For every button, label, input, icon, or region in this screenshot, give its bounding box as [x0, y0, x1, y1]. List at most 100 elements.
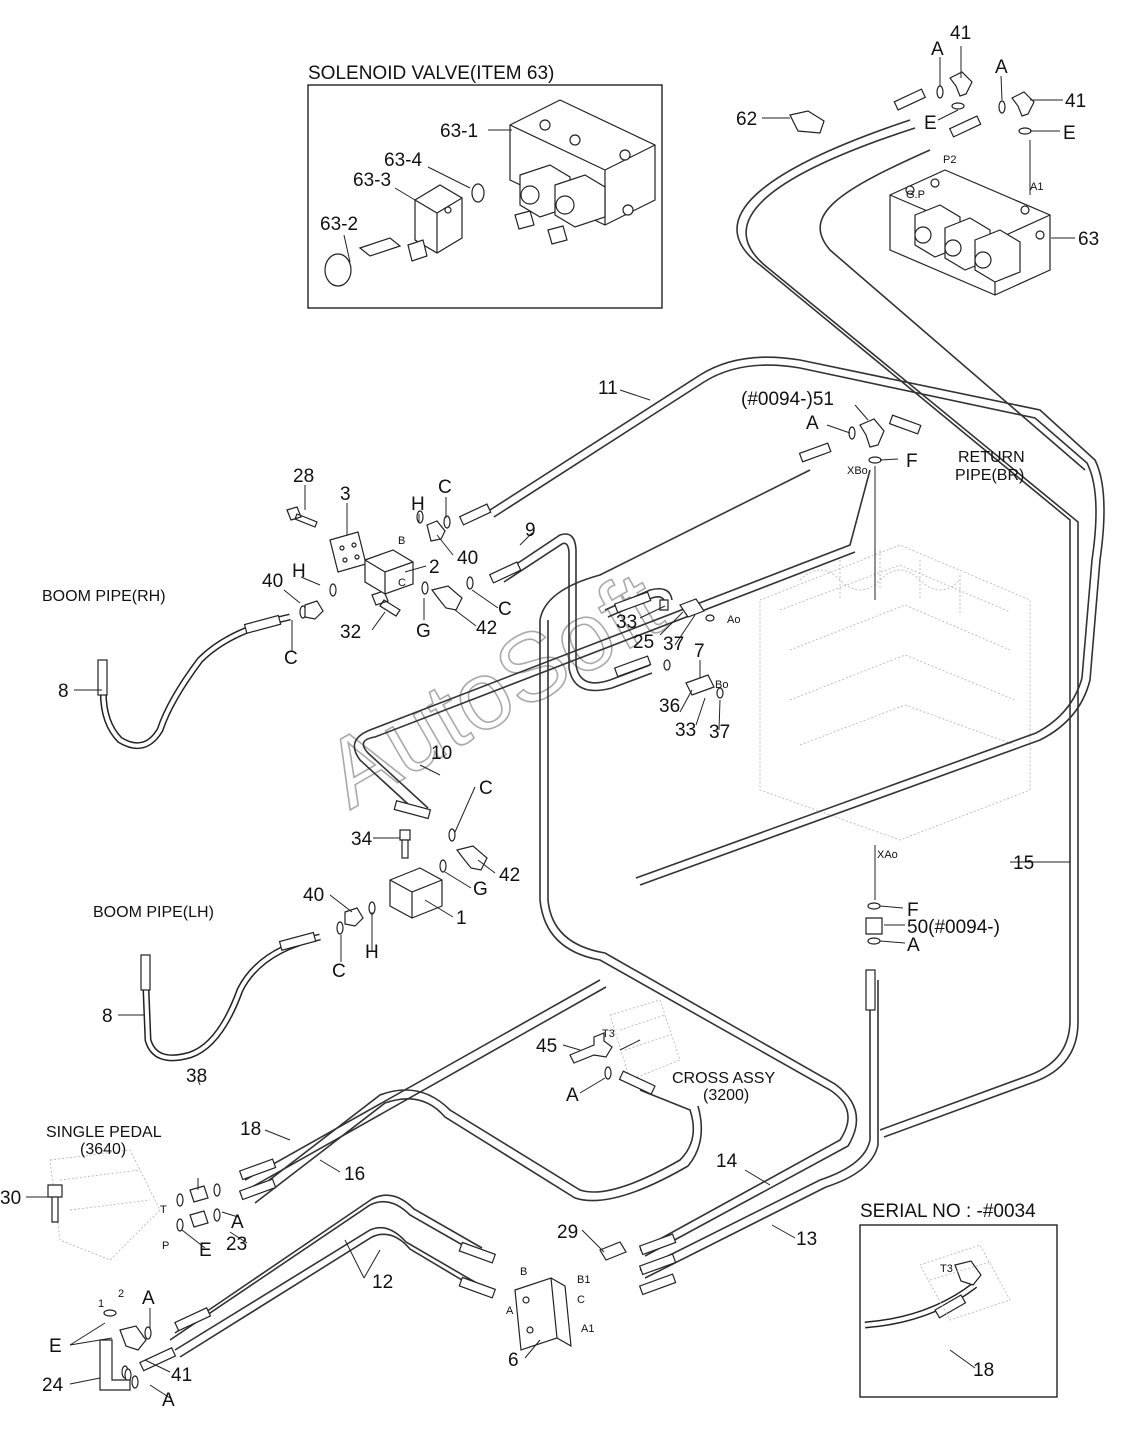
label-single-pedal-line1: SINGLE PEDAL	[46, 1124, 162, 1141]
callout-6: 6	[508, 1350, 519, 1371]
callout-23: 23	[226, 1234, 247, 1255]
port-ao: Ao	[727, 614, 740, 626]
callout-16: 16	[344, 1164, 365, 1185]
callout-42-b: 42	[499, 865, 520, 886]
callout-18-a: 18	[240, 1119, 261, 1140]
callout-38: 38	[186, 1066, 207, 1087]
callout-3: 3	[340, 484, 351, 505]
callouts: 63-1 63-4 63-3 63-2 62 41 41 63 A A E E …	[0, 23, 1099, 1411]
callout-10: 10	[431, 743, 452, 764]
serial-inset-title: SERIAL NO : -#0034	[860, 1201, 1036, 1222]
callout-36: 36	[659, 696, 680, 717]
callout-a-8: A	[162, 1390, 175, 1411]
port-t-pedal: T	[160, 1204, 167, 1216]
callout-30: 30	[0, 1188, 21, 1209]
callout-1: 1	[456, 908, 467, 929]
callout-e-2: E	[1063, 123, 1076, 144]
port-b1-block6: B1	[577, 1274, 590, 1286]
pipe-11	[489, 149, 1105, 886]
hose-serial-18	[864, 1282, 978, 1329]
callout-11: 11	[598, 378, 618, 399]
serial-inset-frame	[859, 1224, 1058, 1398]
cross-assy-ghost	[609, 999, 681, 1081]
callout-14: 14	[716, 1151, 738, 1172]
port-a1-valve: A1	[1030, 181, 1043, 193]
callout-37-a: 37	[663, 634, 684, 655]
pipe-10	[353, 469, 871, 816]
callout-41-top: 41	[950, 23, 971, 44]
solenoid-inset-title: SOLENOID VALVE(ITEM 63)	[308, 63, 554, 84]
hose-8-rh	[99, 613, 291, 750]
pipe-9	[499, 533, 653, 692]
callout-h-2: H	[292, 561, 306, 582]
callout-28: 28	[293, 466, 314, 487]
callout-63-2: 63-2	[320, 214, 358, 235]
leader-lines	[26, 46, 1075, 1399]
fittings	[47, 71, 1035, 1391]
solenoid-valve-63	[889, 169, 1051, 296]
single-pedal-ghost	[49, 1149, 161, 1261]
port-a1-block6: A1	[581, 1323, 594, 1335]
callout-a-6: A	[231, 1212, 244, 1233]
callout-c-2: C	[284, 648, 298, 669]
port-b-block2: B	[398, 535, 405, 547]
callout-32: 32	[340, 622, 361, 643]
callout-40-b: 40	[262, 571, 283, 592]
svg-text:AutoSoft: AutoSoft	[307, 551, 679, 828]
port-p-pedal: P	[162, 1240, 169, 1252]
port-b-block6: B	[520, 1266, 527, 1278]
port-a-block6: A	[506, 1305, 514, 1317]
callout-e-4: E	[49, 1336, 62, 1357]
callout-a-5: A	[566, 1085, 579, 1106]
solenoid-inset-frame	[307, 84, 663, 309]
main-control-valve-ghost	[759, 544, 1031, 841]
callout-h-3: H	[365, 942, 379, 963]
callout-c-5: C	[332, 961, 346, 982]
port-p2: P2	[943, 154, 956, 166]
callout-8-b: 8	[102, 1006, 113, 1027]
o-rings	[103, 85, 1032, 1389]
serial-inset: SERIAL NO : -#0034	[859, 1201, 1058, 1398]
port-1: 1	[98, 1298, 104, 1310]
callout-g-1: G	[416, 621, 431, 642]
callout-63-4: 63-4	[384, 150, 422, 171]
port-xbo: XBo	[847, 465, 868, 477]
hose-8-lh	[142, 933, 321, 1062]
callout-f-2: F	[907, 900, 919, 921]
port-t3-serial: T3	[940, 1263, 953, 1275]
callout-40-a: 40	[457, 548, 478, 569]
pipe-15	[736, 119, 1079, 1138]
callout-45: 45	[536, 1036, 557, 1057]
callout-34: 34	[351, 829, 373, 850]
callout-33-a: 33	[616, 612, 637, 633]
callout-8-a: 8	[58, 681, 69, 702]
callout-40-c: 40	[303, 885, 324, 906]
callout-h-1: H	[411, 494, 425, 515]
callout-24: 24	[42, 1375, 64, 1396]
callout-50: 50(#0094-)	[907, 917, 1000, 938]
callout-33-b: 33	[675, 720, 696, 741]
callout-c-1: C	[438, 477, 452, 498]
callout-63: 63	[1078, 229, 1099, 250]
pipe-14	[539, 469, 858, 1257]
port-gp: G.P	[906, 189, 925, 201]
callout-c-3: C	[498, 599, 512, 620]
callout-e-1: E	[924, 113, 937, 134]
label-cross-assy-line2: (3200)	[703, 1087, 749, 1104]
port-c-block2: C	[398, 577, 406, 589]
callout-9: 9	[525, 520, 536, 541]
label-single-pedal-line2: (3640)	[80, 1141, 126, 1158]
callout-41-right: 41	[1065, 91, 1086, 112]
callout-15: 15	[1013, 853, 1034, 874]
callout-12: 12	[372, 1272, 393, 1293]
port-bo: Bo	[715, 679, 728, 691]
callout-f-1: F	[906, 451, 918, 472]
port-t3-cross: T3	[602, 1028, 615, 1040]
callout-29: 29	[557, 1222, 578, 1243]
callout-7: 7	[694, 641, 705, 662]
callout-g-2: G	[473, 879, 488, 900]
callout-a-4: A	[907, 935, 920, 956]
callout-63-1: 63-1	[440, 121, 478, 142]
callout-25: 25	[633, 632, 654, 653]
callout-a-3: A	[806, 413, 819, 434]
